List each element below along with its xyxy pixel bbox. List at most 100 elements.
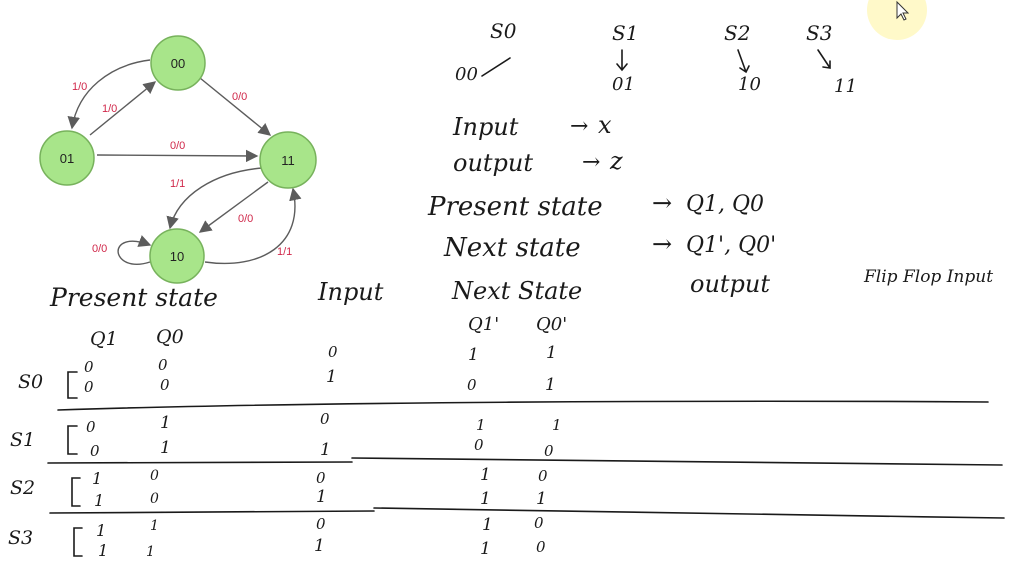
row-bracket xyxy=(73,527,83,557)
definition-value: x xyxy=(598,111,612,139)
cell-q1-next: 0 xyxy=(467,376,477,394)
row-state-label: S3 xyxy=(8,527,33,549)
definition-term: Next state xyxy=(443,233,581,263)
cell-q0-next: 0 xyxy=(534,514,544,532)
row-bracket xyxy=(67,425,78,455)
cell-q0-next: 1 xyxy=(545,375,556,395)
cell-x: 0 xyxy=(316,469,326,487)
table-row: 1 0 1 1 1 xyxy=(94,487,547,510)
definition-term: Input xyxy=(452,113,519,141)
svg-text:10: 10 xyxy=(170,249,184,264)
cell-q1-next: 1 xyxy=(468,345,479,365)
header-output: output xyxy=(690,270,770,298)
cell-x: 0 xyxy=(320,410,330,428)
mouse-pointer-icon xyxy=(896,0,910,21)
header-flipflop-input: Flip Flop Input xyxy=(863,267,993,287)
edge-01-to-11 xyxy=(96,149,259,163)
cell-x: 0 xyxy=(316,515,326,533)
cell-q0: 1 xyxy=(160,413,171,433)
cell-q1: 1 xyxy=(92,469,102,488)
table-row: 1 0 0 1 0 xyxy=(92,465,548,488)
row-state-label: S1 xyxy=(10,429,35,451)
cell-q0: 0 xyxy=(158,356,168,374)
cell-q1-next: 1 xyxy=(480,489,491,509)
row-separator xyxy=(57,400,989,411)
row-separator xyxy=(47,457,1003,466)
definition-value: Q1', Q0' xyxy=(686,233,776,258)
cell-q0: 0 xyxy=(150,491,159,507)
arrow-glyph: → xyxy=(582,150,600,175)
edge-label: 1/1 xyxy=(277,246,292,258)
edge-10-to-11-curve xyxy=(204,187,302,265)
table-row: 0 0 0 1 1 xyxy=(84,343,557,376)
row-state-label: S2 xyxy=(10,477,35,499)
state-code: 01 xyxy=(612,74,635,95)
state-name: S0 xyxy=(490,19,517,43)
subheader-q0: Q0 xyxy=(156,326,184,348)
truth-table: S0 S1 S2 S3 0 0 0 1 1 0 0 1 0 1 0 1 0 xyxy=(8,343,1005,560)
header-next-state: Next State xyxy=(451,277,582,305)
edge-00-to-01 xyxy=(67,59,151,130)
cell-q1: 0 xyxy=(90,442,100,460)
edge-label: 0/0 xyxy=(232,91,247,103)
state-node-11: 11 xyxy=(259,131,317,189)
row-separator xyxy=(49,507,1005,519)
cell-q0-next: 1 xyxy=(546,343,557,363)
state-name: S2 xyxy=(724,21,750,45)
arrow-glyph: → xyxy=(652,230,672,258)
cell-q1: 1 xyxy=(98,541,108,560)
edge-11-to-10-curve xyxy=(166,167,263,230)
cell-x: 1 xyxy=(316,487,327,507)
state-code: 10 xyxy=(738,74,761,95)
table-row: 0 1 0 1 1 xyxy=(86,410,562,436)
table-row: 1 1 0 1 0 xyxy=(96,514,544,540)
edge-11-to-10-straight xyxy=(198,181,269,233)
cell-q1-next: 1 xyxy=(476,416,486,434)
cell-q1: 0 xyxy=(84,358,94,376)
cell-q0-next: 0 xyxy=(544,442,554,460)
svg-text:00: 00 xyxy=(171,56,185,71)
cursor-highlight xyxy=(867,0,927,40)
arrow-stroke xyxy=(616,49,628,72)
arrow-stroke xyxy=(481,57,511,77)
cell-q1-next: 1 xyxy=(482,515,493,535)
cell-x: 1 xyxy=(314,536,325,556)
table-row: 0 0 1 0 1 xyxy=(84,367,556,396)
cell-x: 1 xyxy=(320,440,331,460)
state-diagram: 1/0 1/0 0/0 0/0 1/1 0/0 0/0 1/1 00 01 11… xyxy=(39,35,317,284)
row-state-label: S0 xyxy=(18,371,43,393)
row-bracket xyxy=(71,477,81,507)
row-bracket xyxy=(67,371,78,399)
arrow-glyph: → xyxy=(570,114,588,139)
edge-00-to-11 xyxy=(199,77,272,136)
edge-10-self-loop xyxy=(117,235,152,265)
cell-q1: 0 xyxy=(84,378,94,396)
subheader-q1-next: Q1' xyxy=(468,314,499,335)
edge-label: 0/0 xyxy=(92,243,107,255)
table-headers: Present state Input Next State output Fl… xyxy=(49,267,993,350)
cell-q1: 1 xyxy=(96,521,106,540)
definition-term: output xyxy=(453,149,533,177)
subheader-q1: Q1 xyxy=(90,328,118,350)
edge-label: 1/1 xyxy=(170,178,185,190)
cell-x: 1 xyxy=(326,367,337,387)
definition-term: Present state xyxy=(427,192,603,222)
state-name: S3 xyxy=(806,21,832,45)
svg-text:11: 11 xyxy=(281,153,295,168)
definition-value: Q1, Q0 xyxy=(686,192,764,217)
edge-label: 1/0 xyxy=(72,81,87,93)
cell-q0: 1 xyxy=(146,544,155,560)
definition-value: z xyxy=(609,147,623,175)
edge-label: 0/0 xyxy=(170,140,185,152)
cell-q0: 1 xyxy=(150,518,159,534)
cell-q0-next: 1 xyxy=(536,489,547,509)
arrow-stroke xyxy=(737,49,750,74)
state-node-00: 00 xyxy=(150,35,206,91)
cell-q0: 0 xyxy=(160,376,170,394)
state-node-10: 10 xyxy=(149,228,205,284)
cell-q1: 0 xyxy=(86,418,96,436)
state-code: 11 xyxy=(834,76,857,97)
cell-q1-next: 1 xyxy=(480,539,491,559)
cell-q1-next: 1 xyxy=(480,465,491,485)
